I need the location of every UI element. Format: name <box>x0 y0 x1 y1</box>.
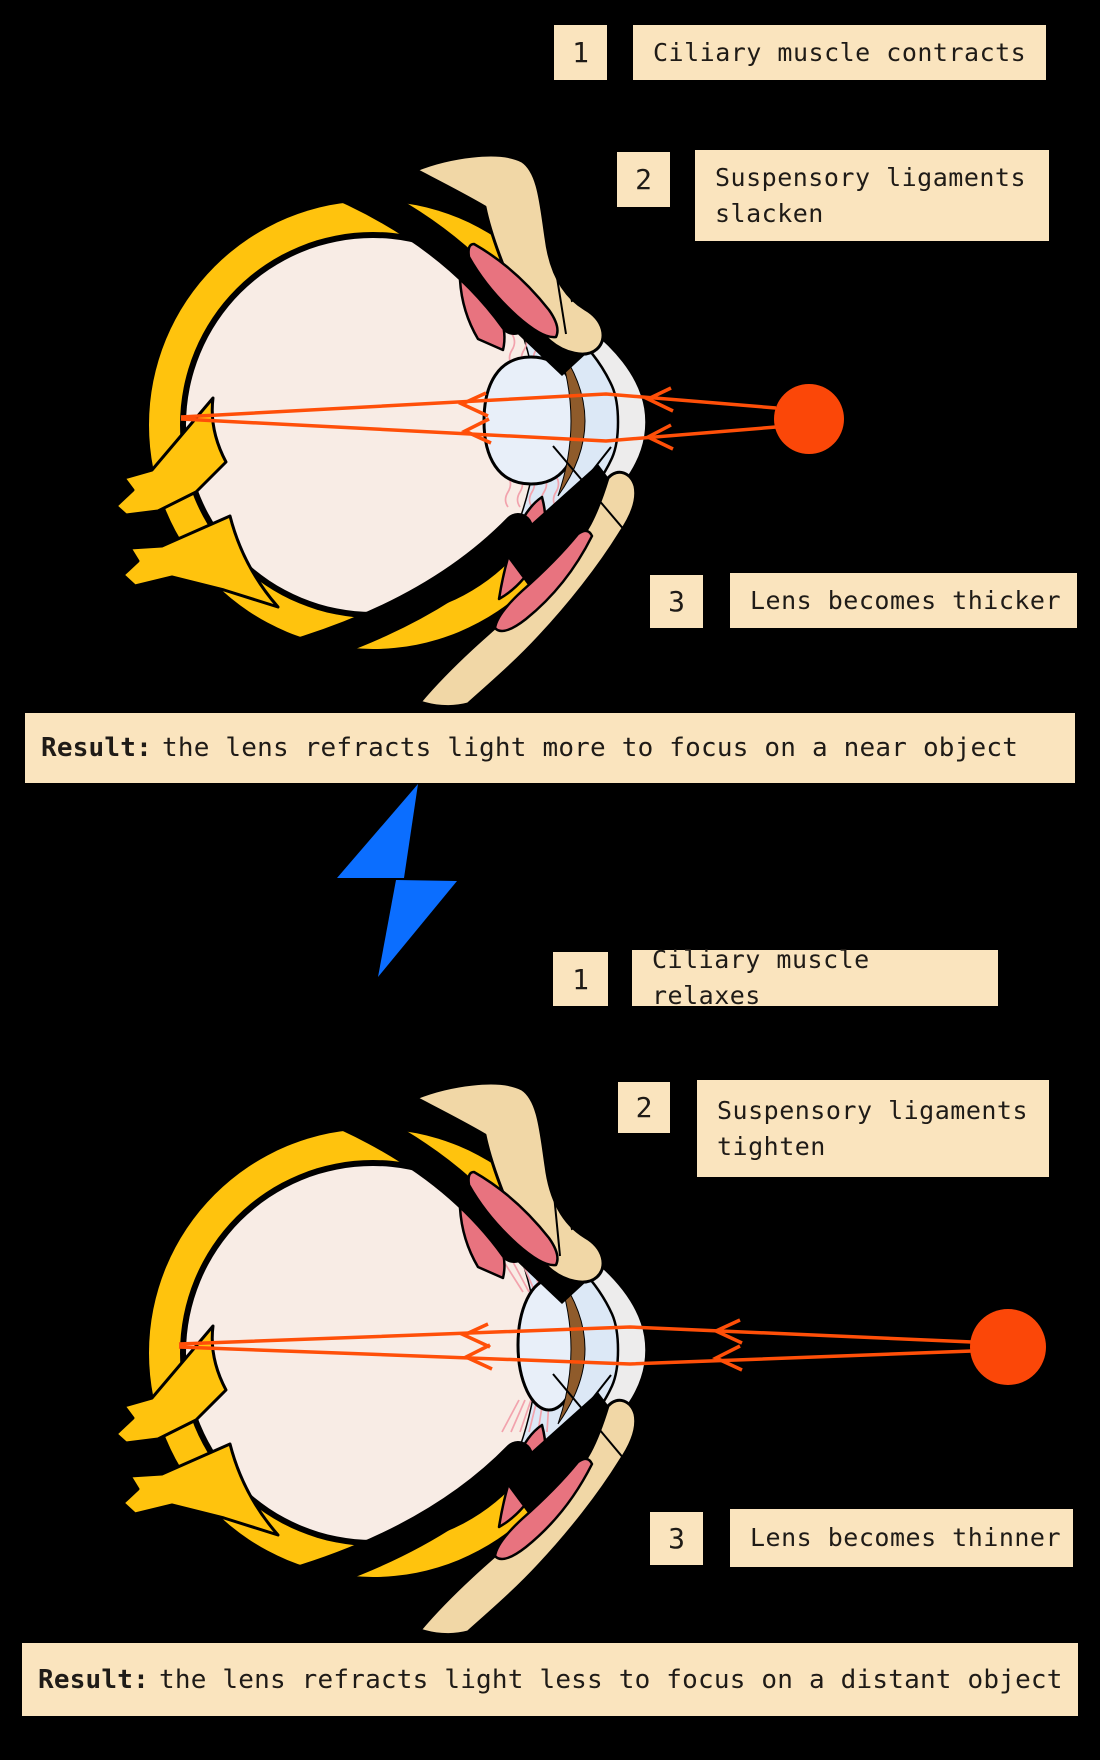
result-prefix: Result: <box>41 733 152 763</box>
far-step-2-number: 2 <box>618 1082 670 1133</box>
far-step-1-label: Ciliary muscle relaxes <box>632 945 998 1010</box>
far-step-3-number: 3 <box>650 1512 703 1565</box>
result-prefix: Result: <box>38 1664 149 1695</box>
far-step-1-number: 1 <box>553 952 608 1006</box>
result-text: the lens refracts light less to focus on… <box>158 1664 1063 1695</box>
result-text: the lens refracts light more to focus on… <box>161 733 1019 763</box>
near-step-1-number: 1 <box>554 25 607 80</box>
far-step-2-label: Suspensory ligaments tighten <box>697 1080 1049 1177</box>
near-step-1-label: Ciliary muscle contracts <box>633 25 1046 80</box>
far-step-3-label: Lens becomes thinner <box>730 1509 1073 1567</box>
near-step-3-label: Lens becomes thicker <box>730 573 1077 628</box>
distant-object <box>970 1309 1046 1385</box>
near-object <box>774 384 844 454</box>
near-result-banner: Result: the lens refracts light more to … <box>25 713 1075 783</box>
far-result-banner: Result: the lens refracts light less to … <box>22 1643 1078 1716</box>
light-rays-far <box>178 1318 973 1372</box>
near-step-2-label: Suspensory ligaments slacken <box>695 150 1049 241</box>
lens-thick <box>482 355 580 486</box>
light-rays-near <box>180 386 777 451</box>
lightning-bolt-icon <box>337 784 457 977</box>
near-step-3-number: 3 <box>650 575 703 628</box>
far-eye-diagram <box>114 1081 1046 1635</box>
near-step-2-number: 2 <box>617 152 670 207</box>
pointer-lines <box>540 1081 646 1485</box>
near-eye-diagram <box>114 151 844 707</box>
pointer-lines <box>536 151 649 559</box>
